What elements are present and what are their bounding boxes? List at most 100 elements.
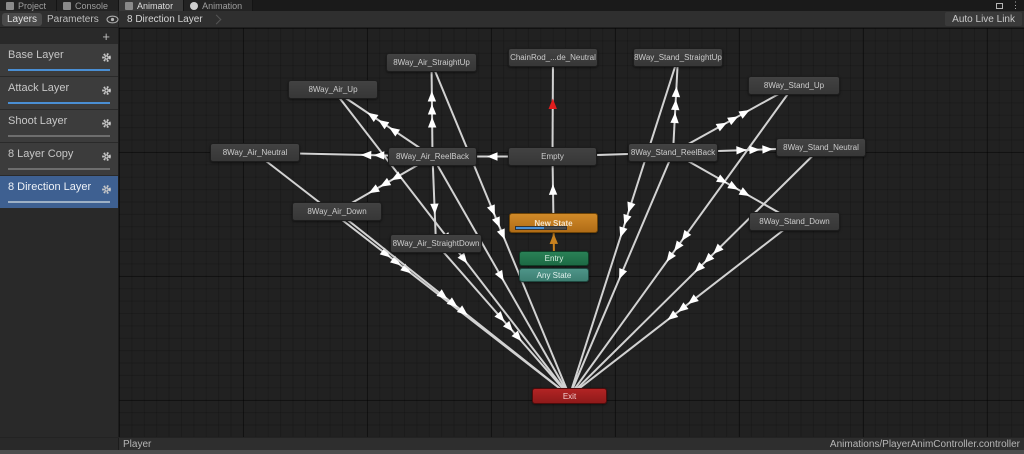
transition-arrowhead (491, 216, 500, 228)
state-node-empty[interactable]: Empty (508, 147, 597, 166)
transition-arrowhead (703, 252, 715, 264)
editor-tab-console[interactable]: Console (57, 0, 120, 11)
state-node-label: 8Way_Stand_StraightUp (634, 53, 722, 62)
transition-arrowhead (749, 145, 760, 155)
state-node-stand-neutral[interactable]: 8Way_Stand_Neutral (776, 138, 866, 157)
state-machine-graph[interactable]: 8Way_Air_StraightUp ChainRod_...de_Neutra… (119, 28, 1024, 437)
editor-tab-label: Console (75, 0, 109, 11)
state-node-air-up[interactable]: 8Way_Air_Up (288, 80, 378, 99)
state-node-label: 8Way_Stand_Down (759, 217, 830, 226)
transition-arrowhead (502, 320, 514, 332)
transition-arrowhead (494, 311, 505, 322)
layer-row-8-direction-layer[interactable]: 8 Direction Layer (0, 176, 118, 209)
transition-arrowhead (667, 310, 679, 321)
layer-name: Attack Layer (8, 82, 70, 94)
transition-arrowhead (713, 243, 724, 255)
editor-tab-project[interactable]: Project (0, 0, 58, 11)
tab-parameters[interactable]: Parameters (47, 13, 99, 25)
transition-edge-air_reelback-to-air_straight_down[interactable] (431, 156, 437, 244)
tab-layers[interactable]: Layers (2, 12, 43, 26)
transition-arrowhead (456, 305, 468, 316)
state-node-label: 8Way_Air_Down (307, 207, 367, 216)
visibility-eye-icon[interactable] (106, 15, 119, 24)
transition-arrowhead (378, 119, 390, 130)
layer-row-shoot-layer[interactable]: Shoot Layer (0, 110, 118, 143)
selected-object-name: Player (123, 438, 152, 450)
layer-row-8-layer-copy[interactable]: 8 Layer Copy (0, 143, 118, 176)
layer-name: 8 Layer Copy (8, 148, 74, 160)
layer-weight-slider[interactable] (8, 102, 110, 104)
state-node-label: Entry (544, 254, 564, 263)
state-node-entry[interactable]: Entry (519, 251, 589, 266)
layer-settings-gear-icon[interactable] (101, 182, 112, 200)
transition-arrowhead (687, 294, 699, 305)
layer-weight-slider[interactable] (8, 168, 110, 170)
layer-weight-slider[interactable] (8, 69, 110, 71)
editor-tab-animation[interactable]: Animation (184, 0, 254, 11)
transition-arrowhead (671, 99, 680, 111)
state-node-new-state[interactable]: New State (509, 213, 598, 233)
state-node-stand-up[interactable]: 8Way_Stand_Up (748, 76, 840, 95)
transition-arrowhead (619, 268, 628, 280)
transition-arrowhead (716, 174, 728, 184)
add-layer-button[interactable]: + (102, 28, 110, 44)
controller-asset-path: Animations/PlayerAnimController.controll… (829, 438, 1020, 450)
transition-arrowhead (373, 151, 385, 160)
auto-live-link-button[interactable]: Auto Live Link (945, 12, 1022, 26)
transition-arrowhead (548, 98, 557, 110)
layer-row-base-layer[interactable]: Base Layer (0, 44, 118, 77)
state-node-label: 8Way_Air_StraightDown (392, 239, 480, 248)
transition-arrowhead (670, 112, 679, 124)
transition-edges (254, 57, 822, 397)
restore-window-icon[interactable] (996, 2, 1003, 9)
transition-arrowhead (511, 330, 522, 342)
transition-arrowhead (727, 180, 739, 190)
state-node-exit[interactable]: Exit (532, 388, 607, 404)
state-node-stand-down[interactable]: 8Way_Stand_Down (749, 212, 840, 231)
state-node-label: 8Way_Air_StraightUp (393, 58, 470, 67)
state-node-any-state[interactable]: Any State (519, 268, 589, 282)
layer-settings-gear-icon[interactable] (101, 83, 112, 101)
layer-row-attack-layer[interactable]: Attack Layer (0, 77, 118, 110)
breadcrumb-bar: 8 Direction Layer Auto Live Link (119, 11, 1024, 27)
project-icon (6, 1, 14, 10)
editor-tab-animator[interactable]: Animator (119, 0, 185, 11)
panel-tabs: Layers Parameters (0, 11, 119, 27)
transition-arrowhead (677, 302, 689, 313)
layer-settings-gear-icon[interactable] (101, 116, 112, 134)
transition-arrowhead (486, 204, 495, 216)
transition-arrowhead (494, 269, 504, 282)
transition-arrowhead (391, 171, 403, 181)
transition-arrowhead (360, 150, 372, 160)
transition-edge-air_straight_up-to-exit[interactable] (430, 62, 571, 397)
transition-arrowhead (627, 201, 636, 213)
state-node-chainrod[interactable]: ChainRod_...de_Neutral (508, 48, 598, 67)
state-node-air-straight-down[interactable]: 8Way_Air_StraightDown (390, 234, 482, 253)
state-node-stand-straight-up[interactable]: 8Way_Stand_StraightUp (633, 48, 723, 67)
state-node-air-down[interactable]: 8Way_Air_Down (292, 202, 382, 221)
transition-arrowhead (671, 86, 681, 98)
layer-settings-gear-icon[interactable] (101, 149, 112, 167)
state-node-stand-reelback[interactable]: 8Way_Stand_ReelBack (628, 143, 718, 162)
transition-arrowhead (623, 213, 632, 226)
transition-arrowhead (674, 240, 684, 252)
state-node-air-reelback[interactable]: 8Way_Air_ReelBack (388, 147, 477, 166)
transition-arrowhead (548, 184, 558, 195)
breadcrumb[interactable]: 8 Direction Layer (127, 13, 203, 25)
window-bottom-edge (0, 450, 1024, 454)
add-layer-row: + (0, 28, 118, 44)
status-bar-left-pad (0, 438, 119, 450)
kebab-menu-icon[interactable]: ⋮ (1011, 0, 1020, 10)
transition-edge-stand_straight_up-to-exit[interactable] (568, 57, 679, 397)
transition-arrowhead (388, 127, 401, 137)
console-icon (63, 1, 72, 10)
transition-arrowhead (390, 255, 401, 266)
layer-weight-slider[interactable] (8, 135, 110, 137)
layer-settings-gear-icon[interactable] (101, 50, 112, 68)
layer-weight-slider[interactable] (8, 201, 110, 203)
state-node-air-neutral[interactable]: 8Way_Air_Neutral (210, 143, 300, 162)
state-node-air-straight-up[interactable]: 8Way_Air_StraightUp (386, 53, 477, 72)
transition-arrowhead (457, 252, 468, 264)
transition-arrowhead (430, 203, 439, 215)
